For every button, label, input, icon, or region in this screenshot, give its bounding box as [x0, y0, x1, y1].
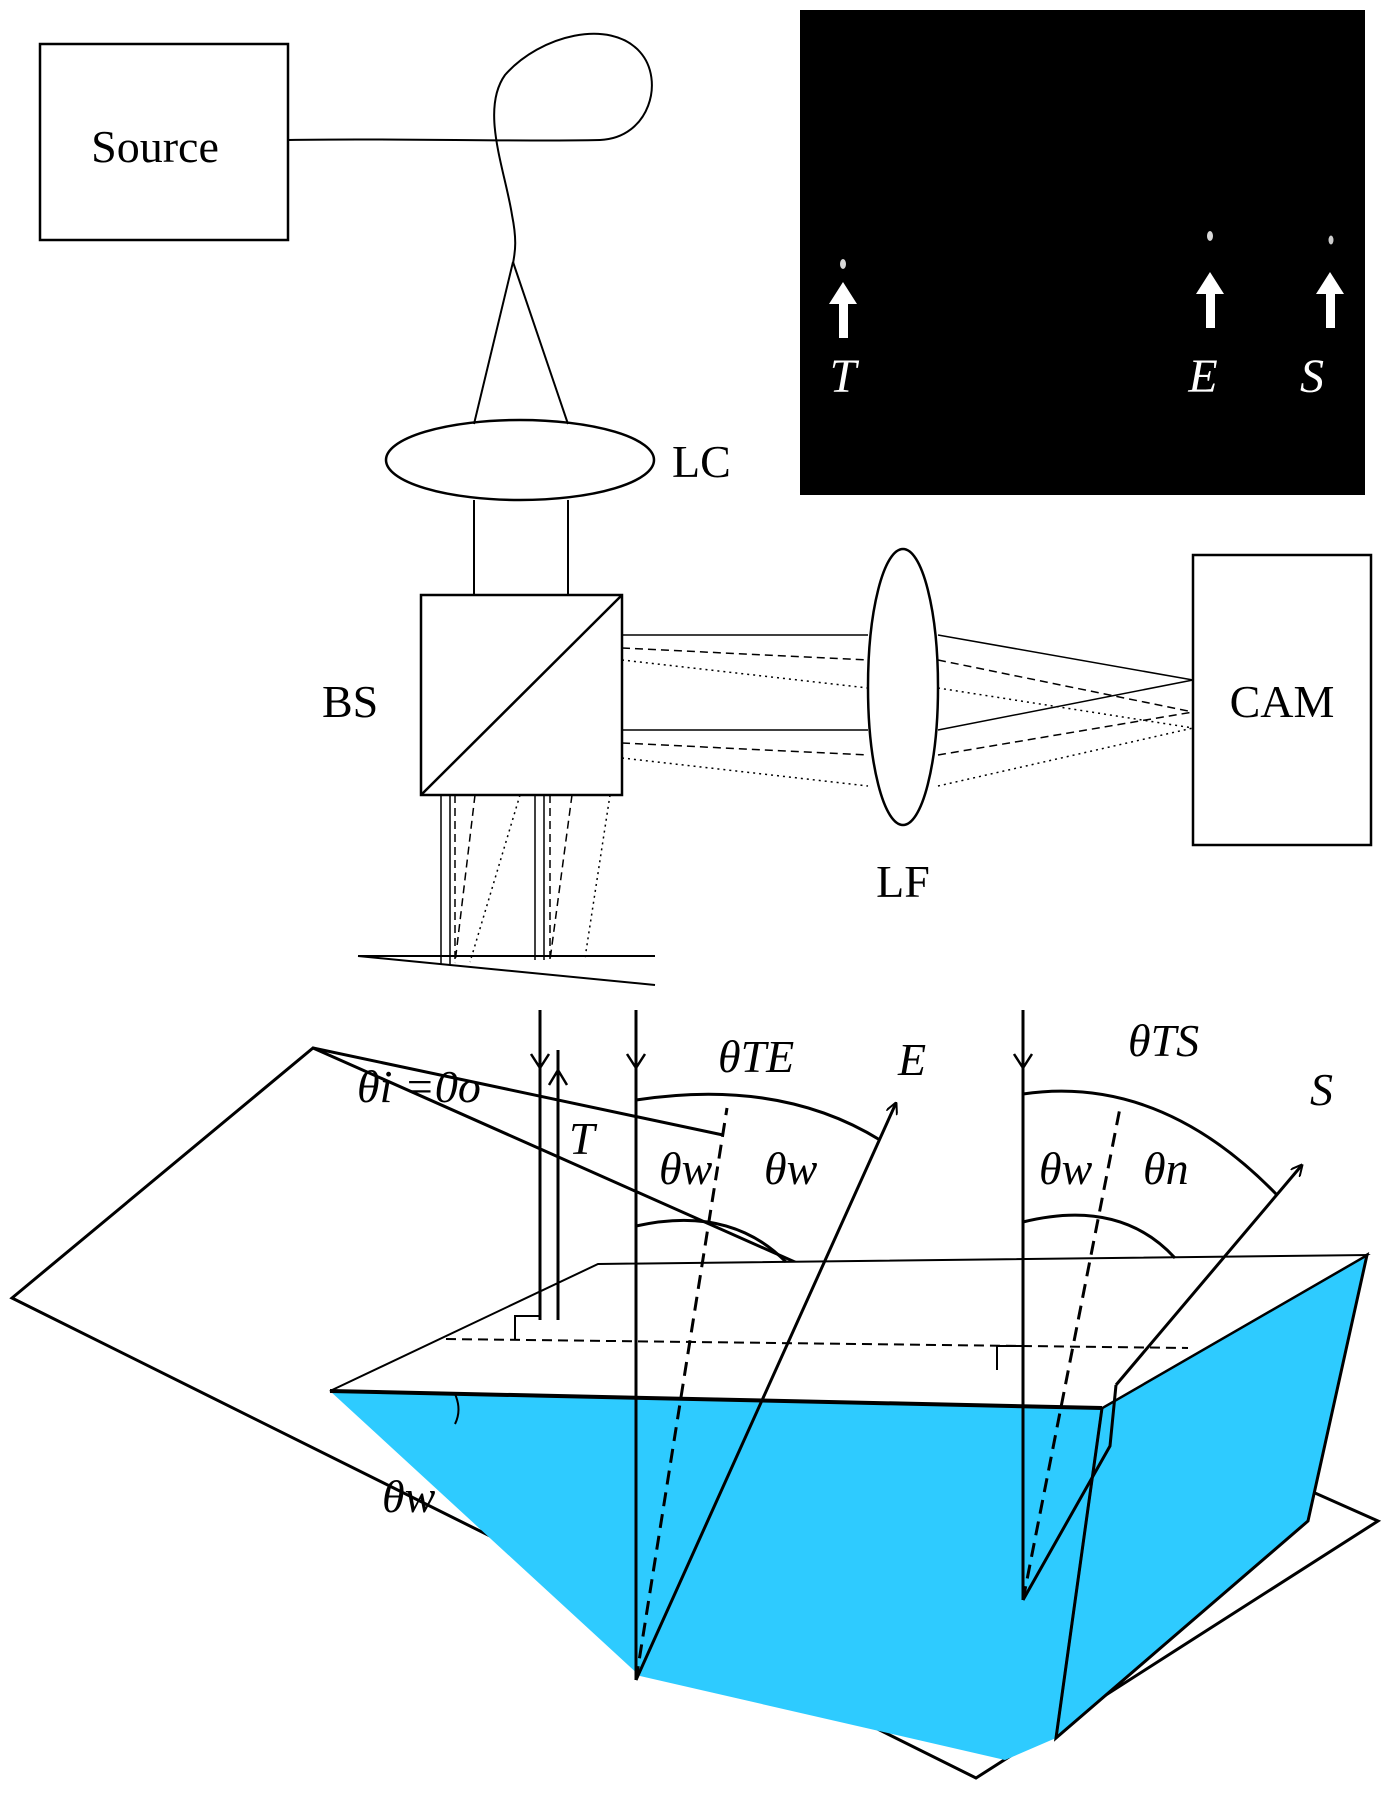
- label-s: S: [1310, 1064, 1333, 1115]
- collimating-lens-label: LC: [672, 436, 731, 487]
- base-plane-wedge-link: [312, 1046, 724, 1137]
- source-box: [38, 42, 290, 242]
- optical-setup: Source LC BS: [38, 32, 1373, 986]
- angle-arc-ts: [1022, 1089, 1279, 1197]
- spot-e: [1207, 231, 1213, 241]
- label-t: T: [569, 1113, 598, 1164]
- sample-wedge-bottom: [357, 955, 656, 986]
- beams-to-lens: [621, 634, 869, 787]
- wedge-front-face: [330, 1391, 1102, 1760]
- refracted-beam-s: [1021, 1384, 1118, 1601]
- reflected-beam-e: [634, 1103, 896, 1681]
- label-e: E: [897, 1034, 926, 1085]
- optical-fiber: [287, 32, 653, 265]
- normal-dashed-s: [1021, 1107, 1122, 1601]
- right-angle-marker: [514, 1315, 540, 1340]
- down-arrow-icon: [1012, 1053, 1034, 1071]
- beams-to-camera: [937, 634, 1194, 787]
- focusing-lens: [866, 547, 940, 827]
- angle-arc-s-inner: [1022, 1213, 1177, 1260]
- theta-te-label: θTE: [718, 1031, 794, 1082]
- theta-w-label-e1: θw: [659, 1143, 713, 1194]
- focusing-lens-label: LF: [876, 856, 930, 907]
- spot-label-e: E: [1187, 350, 1217, 403]
- beam-splitter: [419, 593, 624, 797]
- theta-ts-label: θTS: [1128, 1015, 1199, 1066]
- beam-splitter-diagonal: [420, 594, 623, 796]
- spot-label-s: S: [1300, 350, 1324, 403]
- wedge-geometry: θw θi =0o T θTE E θw θw θTS S θw θn: [9, 1010, 1382, 1780]
- down-arrow-icon: [529, 1053, 551, 1071]
- wedge-front-edge: [329, 1389, 1103, 1410]
- angle-arc-e-inner: [635, 1218, 788, 1264]
- beam-splitter-label: BS: [322, 676, 378, 727]
- incidence-angle-label: θi =0o: [357, 1061, 481, 1112]
- down-arrow-icon: [625, 1053, 647, 1071]
- beam-cone-right: [512, 261, 569, 425]
- wedge-angle-label: θw: [382, 1471, 436, 1522]
- theta-w-label-e2: θw: [764, 1143, 818, 1194]
- wedge-base-edge: [1054, 1407, 1104, 1739]
- up-arrow-icon: [547, 1067, 569, 1086]
- exiting-beam-s: [1114, 1165, 1302, 1386]
- theta-w-label-s: θw: [1039, 1143, 1093, 1194]
- collimating-lens: [384, 418, 656, 502]
- normal-dashed-e: [634, 1107, 729, 1681]
- theta-n-label: θn: [1143, 1143, 1189, 1194]
- beams-to-sample: [440, 794, 611, 965]
- arrow-up-icon: [829, 282, 857, 338]
- wedge-top-dashed-line: [445, 1338, 1189, 1349]
- wedge-angle-arc: [454, 1393, 460, 1425]
- inset-background: [800, 10, 1365, 495]
- camera-image-inset: T E S: [800, 10, 1365, 495]
- arrow-up-icon: [1316, 272, 1344, 328]
- spot-label-t: T: [830, 350, 860, 403]
- source-label: Source: [91, 121, 219, 172]
- spot-s: [1328, 235, 1334, 245]
- camera-box: [1191, 553, 1373, 847]
- spot-t: [840, 259, 846, 269]
- beam-cone-left: [473, 261, 514, 425]
- camera-label: CAM: [1230, 676, 1335, 727]
- angle-arc-te: [635, 1092, 881, 1142]
- right-angle-marker: [996, 1345, 1023, 1370]
- arrow-up-icon: [1196, 272, 1224, 328]
